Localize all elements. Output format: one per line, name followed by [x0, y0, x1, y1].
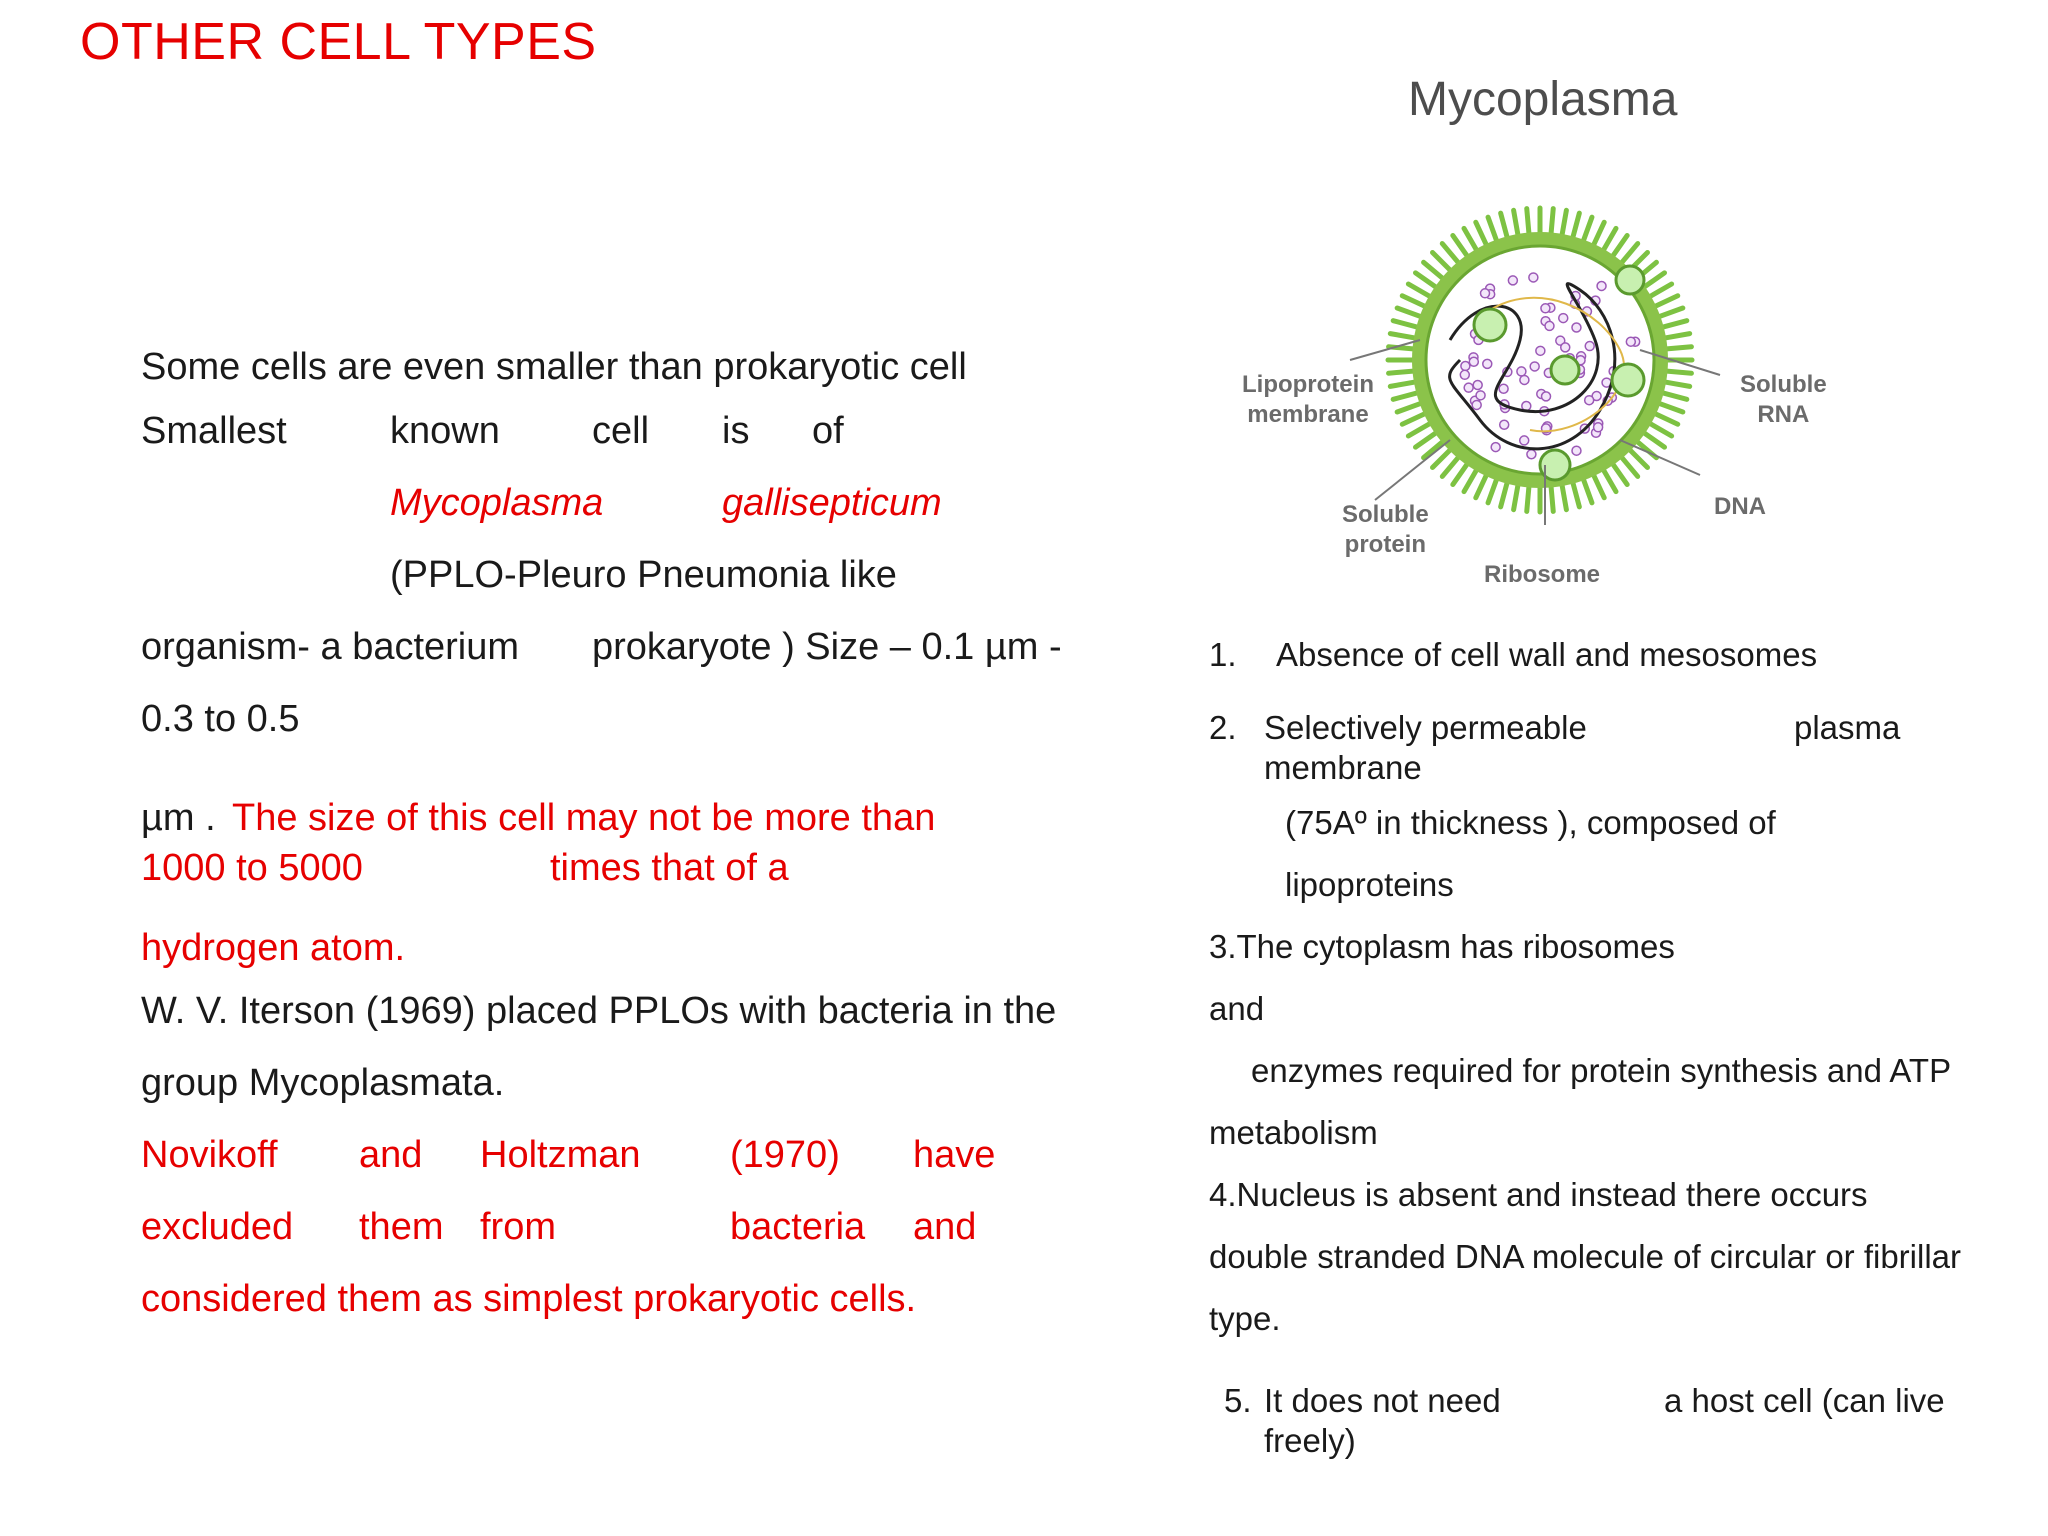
- conclusion-line: considered them as simplest prokaryotic …: [141, 1278, 917, 1320]
- item1-number: 1.: [1209, 636, 1237, 673]
- ribosome-dot: [1479, 288, 1491, 299]
- ribosome-dot: [1498, 383, 1509, 395]
- size-text: prokaryote ) Size – 0.1 µm -: [592, 626, 1062, 668]
- ribosome-dot: [1571, 445, 1582, 456]
- label-soluble-rna-line2: RNA: [1757, 401, 1810, 428]
- ribosome-dot: [1625, 336, 1637, 347]
- slide-title: OTHER CELL TYPES: [80, 13, 597, 71]
- pplo-text: (PPLO-Pleuro Pneumonia like: [390, 554, 897, 596]
- ribosome-dot: [1518, 435, 1530, 446]
- ribosome-dot: [1463, 382, 1474, 393]
- smallest-word: Smallest: [141, 410, 287, 452]
- have-word: have: [913, 1134, 996, 1176]
- label-lipoprotein-line1: Lipoprotein: [1242, 371, 1374, 398]
- ribosome-dot: [1459, 369, 1471, 381]
- iterson-line1: W. V. Iterson (1969) placed PPLOs with b…: [141, 990, 1057, 1032]
- ribosome-dot: [1596, 280, 1607, 292]
- item4-line1: 4.Nucleus is absent and instead there oc…: [1209, 1176, 1868, 1213]
- size-note-line2a: 1000 to 5000: [141, 847, 363, 889]
- item3-line1: 3.The cytoplasm has ribosomes: [1209, 928, 1675, 965]
- label-ribosome: Ribosome: [1484, 561, 1601, 588]
- cell-word: cell: [592, 410, 650, 452]
- item2-line4: lipoproteins: [1285, 866, 1454, 903]
- ribosome-dot: [1528, 272, 1539, 283]
- ribosome-dot: [1529, 361, 1540, 372]
- diagram-title: Mycoplasma: [1408, 73, 1678, 126]
- item3-line3: enzymes required for protein synthesis a…: [1251, 1052, 1952, 1089]
- item2-line3: (75Aº in thickness ), composed of: [1285, 804, 1776, 841]
- bacteria-word: bacteria: [730, 1206, 866, 1248]
- item3-line4: metabolism: [1209, 1114, 1378, 1151]
- item4-line2: double stranded DNA molecule of circular…: [1209, 1238, 1962, 1275]
- novikoff-word: Novikoff: [141, 1134, 278, 1176]
- ribosome-dot: [1540, 391, 1552, 402]
- item5-line1a: It does not need: [1264, 1382, 1501, 1419]
- year-word: (1970): [730, 1134, 840, 1176]
- and-word: and: [359, 1134, 423, 1176]
- label-soluble-protein-line1: Soluble: [1342, 501, 1429, 528]
- size-note-line2b: times that of a: [550, 847, 789, 889]
- ribosome-dot: [1468, 356, 1480, 368]
- ribosome-dot: [1535, 345, 1546, 357]
- label-leader-lines: [1349, 339, 1721, 525]
- mycoplasma-cell-illustration: [1385, 205, 1695, 515]
- and-word-2: and: [913, 1206, 977, 1248]
- species-name: gallisepticum: [722, 482, 942, 524]
- organism-text: organism- a bacterium: [141, 626, 520, 668]
- label-lipoprotein-membrane: Lipoprotein membrane: [1242, 370, 1374, 430]
- item1-text: Absence of cell wall and mesosomes: [1276, 636, 1818, 673]
- them-word: them: [359, 1206, 444, 1248]
- item3-line2: and: [1209, 990, 1265, 1027]
- label-lipoprotein-line2: membrane: [1247, 401, 1369, 428]
- size-range: 0.3 to 0.5: [141, 698, 300, 740]
- ribosome-dot: [1571, 322, 1582, 333]
- ribosome-dot: [1540, 303, 1551, 314]
- ribosome-dot: [1482, 358, 1493, 370]
- of-word: of: [812, 410, 844, 452]
- ribosome-dot: [1519, 374, 1530, 386]
- ribosome-dot: [1583, 394, 1595, 406]
- item2-line1b: plasma: [1794, 709, 1901, 746]
- item4-line3: type.: [1209, 1300, 1281, 1337]
- ribosome-dot: [1557, 312, 1569, 324]
- size-note-line1: The size of this cell may not be more th…: [232, 797, 936, 839]
- ribosome-dot: [1471, 399, 1482, 411]
- ribosome-dot: [1559, 342, 1571, 353]
- is-word: is: [722, 410, 750, 452]
- label-soluble-protein: Soluble protein: [1342, 500, 1429, 560]
- micrometer-unit: µm .: [141, 797, 216, 839]
- label-soluble-rna-line1: Soluble: [1740, 371, 1827, 398]
- intro-line: Some cells are even smaller than prokary…: [141, 346, 967, 388]
- species-genus: Mycoplasma: [390, 482, 604, 524]
- label-dna: DNA: [1714, 493, 1766, 520]
- ribosome-dot: [1584, 340, 1595, 352]
- ribosome-dot: [1592, 422, 1604, 433]
- ribosome-dot: [1507, 275, 1519, 286]
- size-note-line3: hydrogen atom.: [141, 927, 406, 969]
- item2-line1a: Selectively permeable: [1264, 709, 1587, 746]
- label-soluble-rna: Soluble RNA: [1740, 370, 1827, 430]
- item5-line2: freely): [1264, 1422, 1356, 1459]
- holtzman-word: Holtzman: [480, 1134, 641, 1176]
- known-word: known: [390, 410, 500, 452]
- item5-line1b: a host cell (can live: [1664, 1382, 1945, 1419]
- item2-number: 2.: [1209, 709, 1237, 746]
- item5-number: 5.: [1224, 1382, 1252, 1419]
- ribosome-dot: [1475, 390, 1486, 401]
- excluded-word: excluded: [141, 1206, 294, 1248]
- ribosome-dot: [1490, 441, 1501, 453]
- ribosome-dot: [1544, 320, 1555, 332]
- ribosome-dot: [1472, 379, 1483, 391]
- ribosome-dot: [1498, 419, 1510, 430]
- iterson-line2: group Mycoplasmata.: [141, 1062, 505, 1104]
- label-soluble-protein-line2: protein: [1344, 531, 1426, 558]
- item2-line2: membrane: [1264, 749, 1422, 786]
- from-word: from: [480, 1206, 556, 1248]
